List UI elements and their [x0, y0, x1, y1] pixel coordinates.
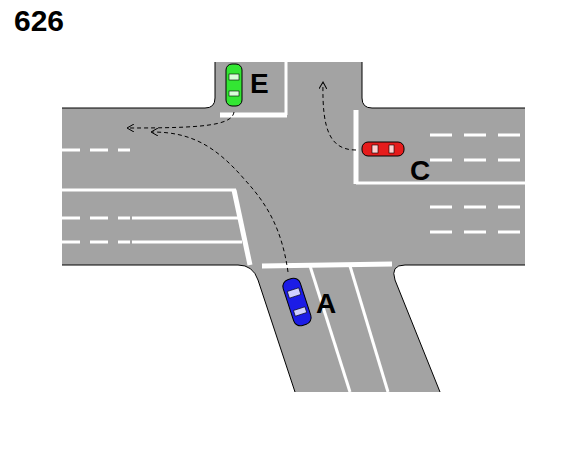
diagram-number: 626 — [14, 6, 64, 36]
vehicle-letter: C — [410, 157, 430, 185]
curb-lines — [62, 62, 525, 392]
vehicle-letter: A — [316, 290, 336, 318]
vehicle-paths — [128, 83, 356, 272]
car-c — [362, 142, 404, 156]
car-a — [281, 276, 313, 327]
car-e — [226, 64, 242, 106]
vehicle-letter: E — [250, 70, 269, 98]
road-markings — [62, 62, 525, 392]
road-surface — [62, 62, 525, 392]
